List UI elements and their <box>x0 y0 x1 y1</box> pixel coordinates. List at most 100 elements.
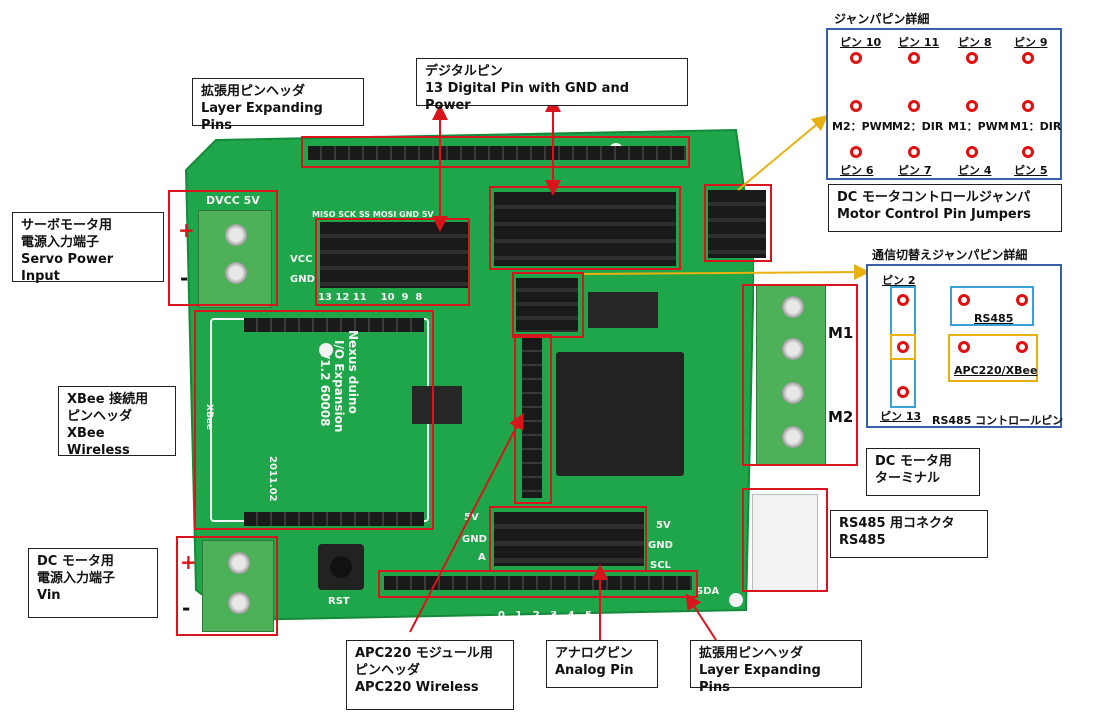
callout-analog: アナログピン Analog Pin <box>546 640 658 688</box>
silk-5v-right: 5V <box>656 520 671 531</box>
m1-label: M1 <box>828 324 854 342</box>
dc-screw-2 <box>228 592 250 614</box>
callout-motor-ctrl-en: Motor Control Pin Jumpers <box>837 207 1031 222</box>
callout-layer-bottom-en: Layer Expanding Pins <box>699 663 821 695</box>
silk-a: A <box>478 552 486 563</box>
apc220-header <box>522 338 542 498</box>
callout-apc220-jp1: APC220 モジュール用 <box>355 646 493 661</box>
jp-mid-0: M2：PWM <box>832 120 893 133</box>
silk-scl: SCL <box>650 560 671 571</box>
small-chip <box>588 292 658 328</box>
jp-top-0: ピン 10 <box>840 36 882 49</box>
silk-gnd: GND <box>290 274 315 285</box>
highlight-dc-power <box>176 536 278 636</box>
highlight-top-header <box>301 136 690 168</box>
jp-pin-r1c1 <box>850 52 862 64</box>
jp-pin-r2c2 <box>908 100 920 112</box>
jp-pin-r2c3 <box>966 100 978 112</box>
jp-bot-3: ピン 5 <box>1014 164 1048 177</box>
servo-minus: - <box>180 266 189 290</box>
jp-pin-r3c1 <box>850 146 862 158</box>
servo-screw-1 <box>225 224 247 246</box>
comm-pin-column-mid <box>890 334 916 360</box>
servo-plus: + <box>178 218 195 242</box>
jp-pin-r2c1 <box>850 100 862 112</box>
callout-xbee-jp2: ピンヘッダ <box>67 409 133 424</box>
highlight-rs485 <box>742 488 828 592</box>
comm-apc-label: APC220/XBee <box>954 364 1038 377</box>
callout-xbee: XBee 接続用 ピンヘッダ XBee Wireless <box>58 386 176 458</box>
jp-pin-r2c4 <box>1022 100 1034 112</box>
jp-pin-r3c2 <box>908 146 920 158</box>
callout-analog-jp: アナログピン <box>555 646 633 661</box>
callout-xbee-en: XBee Wireless <box>67 426 130 458</box>
silk-5v: 5V <box>464 512 479 523</box>
highlight-xbee <box>194 310 434 530</box>
comm-rs485-pin1 <box>958 294 970 306</box>
motor-driver-chip <box>556 352 684 476</box>
callout-apc220-jp2: ピンヘッダ <box>355 663 421 678</box>
callout-dc-terminal-jp1: DC モータ用 <box>875 454 952 469</box>
callout-servo-jp2: 電源入力端子 <box>21 235 100 250</box>
silk-sda: SDA <box>696 586 720 597</box>
comm-pin13: ピン 13 <box>880 410 922 423</box>
callout-rs485-jp: RS485 用コネクタ <box>839 516 955 531</box>
jp-top-3: ピン 9 <box>1014 36 1048 49</box>
xbee-top-pins <box>244 318 424 332</box>
spi-jumper-block <box>320 222 468 288</box>
silk-gnd-right: GND <box>648 540 673 551</box>
comm-pin-b <box>897 341 909 353</box>
callout-analog-en: Analog Pin <box>555 663 634 678</box>
callout-layer-bottom-jp: 拡張用ピンヘッダ <box>699 646 804 661</box>
silk-spi: MISO SCK SS MOSI GND 5V <box>312 210 434 219</box>
highlight-apc220 <box>514 334 552 504</box>
rs485-connector <box>752 494 818 592</box>
comm-rs485-label: RS485 <box>974 312 1014 325</box>
callout-dc-terminal-jp2: ターミナル <box>875 471 941 486</box>
highlight-digital <box>489 186 681 270</box>
dc-minus: - <box>182 596 191 620</box>
callout-servo-en: Servo Power Input <box>21 252 114 284</box>
callout-layer-top: 拡張用ピンヘッダ Layer Expanding Pins <box>192 78 364 133</box>
motor-jumper-block <box>708 190 766 258</box>
comm-ctrl-label: RS485 コントロールピン <box>932 414 1064 427</box>
silk-vcc: VCC <box>290 254 313 265</box>
comm-rs485-box <box>950 286 1034 326</box>
top-header-pins <box>308 146 686 160</box>
jp-pin-r1c2 <box>908 52 920 64</box>
jp-pin-r3c3 <box>966 146 978 158</box>
comm-pin-c <box>897 386 909 398</box>
jp-bot-2: ピン 4 <box>958 164 992 177</box>
jp-mid-1: M2：DIR <box>892 120 944 133</box>
dc-plus: + <box>180 550 197 574</box>
jp-pin-r1c4 <box>1022 52 1034 64</box>
xbee-bottom-pins <box>244 512 424 526</box>
callout-digital-en: 13 Digital Pin with GND and Power <box>425 81 630 113</box>
callout-dc-power-en: Vin <box>37 588 61 603</box>
highlight-bottom-header <box>378 570 698 598</box>
callout-xbee-jp1: XBee 接続用 <box>67 392 149 407</box>
jp-top-1: ピン 11 <box>898 36 940 49</box>
jumper-panel: ピン 10 ピン 11 ピン 8 ピン 9 M2：PWM M2：DIR M1：P… <box>826 28 1062 180</box>
jp-mid-2: M1：PWM <box>948 120 1009 133</box>
silk-rst: RST <box>328 596 350 607</box>
callout-layer-top-en: Layer Expanding Pins <box>201 101 323 133</box>
callout-layer-bottom: 拡張用ピンヘッダ Layer Expanding Pins <box>690 640 862 695</box>
silk-dvcc: DVCC 5V <box>206 194 260 207</box>
callout-servo: サーボモータ用 電源入力端子 Servo Power Input <box>12 212 164 284</box>
callout-rs485: RS485 用コネクタ RS485 <box>830 510 988 558</box>
highlight-motor-ctrl <box>704 184 772 262</box>
dc-screw-1 <box>228 552 250 574</box>
jp-mid-3: M1：DIR <box>1010 120 1062 133</box>
servo-screw-2 <box>225 262 247 284</box>
comm-pin-a <box>897 294 909 306</box>
highlight-comm <box>512 272 584 338</box>
callout-rs485-en: RS485 <box>839 533 886 548</box>
callout-motor-ctrl-jp: DC モータコントロールジャンパ <box>837 190 1031 205</box>
jumper-panel-title: ジャンパピン詳細 <box>834 12 930 26</box>
callout-apc220-en: APC220 Wireless <box>355 680 479 695</box>
callout-digital-jp: デジタルピン <box>425 64 503 79</box>
m1-screw-2 <box>782 338 804 360</box>
highlight-servo <box>168 190 278 306</box>
comm-rs485-pin2 <box>1016 294 1028 306</box>
